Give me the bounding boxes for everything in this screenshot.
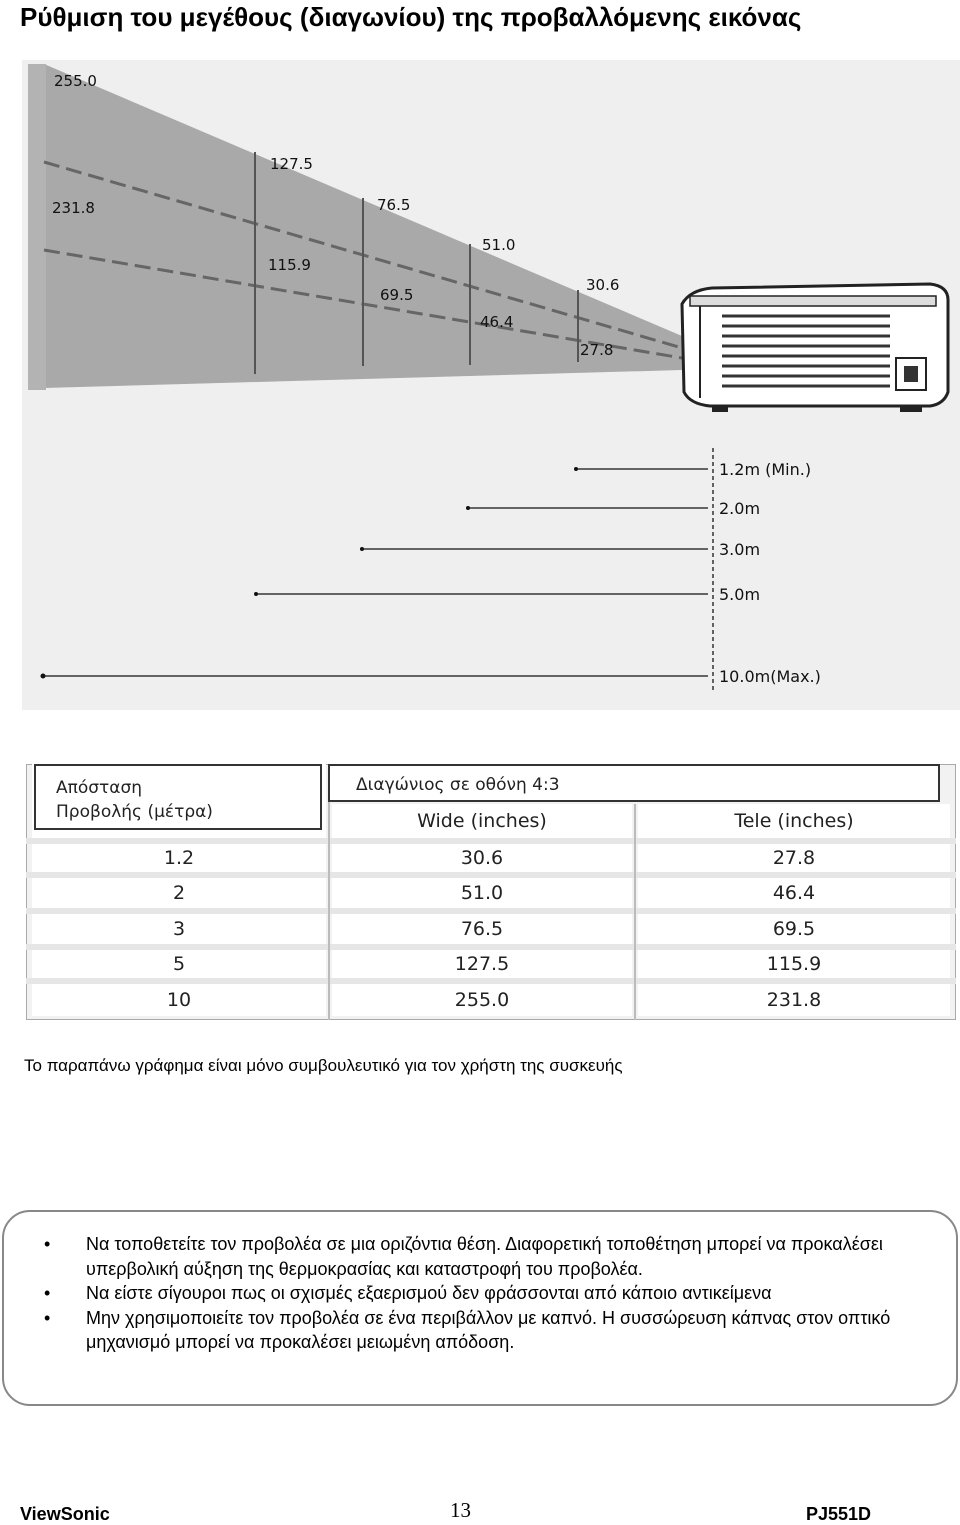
table-cell-distance: 1.2 (163, 847, 195, 869)
table-cell-tele: 115.9 (766, 953, 822, 975)
table-grid (26, 764, 956, 1020)
wide-size-label: 76.5 (377, 196, 410, 214)
projector-illustration (680, 282, 950, 412)
projection-distance-diagram: 255.0 127.5 76.5 51.0 30.6 231.8 115.9 6… (22, 60, 960, 710)
wide-size-label: 255.0 (54, 72, 97, 90)
table-cell-wide: 76.5 (460, 918, 504, 940)
distance-label: 10.0m(Max.) (719, 667, 821, 686)
tip-item: Μην χρησιμοποιείτε τον προβολέα σε ένα π… (40, 1306, 920, 1355)
column-header-tele: Tele (inches) (734, 810, 854, 832)
screen-edge (28, 64, 46, 390)
table-cell-distance: 3 (172, 918, 186, 940)
table-cell-wide: 255.0 (454, 989, 510, 1011)
table-cell-distance: 5 (172, 953, 186, 975)
distance-header-line: Προβολής (μέτρα) (56, 802, 213, 822)
page-title: Ρύθμιση του μεγέθους (διαγωνίου) της προ… (20, 2, 802, 32)
table-cell-wide: 127.5 (454, 953, 510, 975)
tip-item: Να είστε σίγουροι πως οι σχισμές εξαερισ… (40, 1281, 920, 1306)
tips-list: Να τοποθετείτε τον προβολέα σε μια οριζό… (40, 1232, 920, 1355)
distance-label: 1.2m (Min.) (719, 460, 811, 479)
column-header-wide: Wide (inches) (417, 810, 547, 832)
tele-size-label: 46.4 (480, 313, 513, 331)
distance-label: 3.0m (719, 540, 760, 559)
table-cell-tele: 69.5 (772, 918, 816, 940)
tele-size-label: 115.9 (268, 256, 311, 274)
table-cell-distance: 10 (166, 989, 192, 1011)
tele-size-label: 69.5 (380, 286, 413, 304)
tele-size-label: 27.8 (580, 341, 613, 359)
footer-model: PJ551D (806, 1504, 872, 1524)
distance-label: 5.0m (719, 585, 760, 604)
distance-label: 2.0m (719, 499, 760, 518)
footer-brand: ViewSonic (20, 1504, 110, 1524)
wide-size-label: 127.5 (270, 155, 313, 173)
advisory-note: Το παραπάνω γράφημα είναι μόνο συμβουλευ… (24, 1056, 623, 1075)
diagonal-header: Διαγώνιος σε οθόνη 4:3 (328, 764, 940, 802)
table-cell-wide: 30.6 (460, 847, 504, 869)
diagonal-header-text: Διαγώνιος σε οθόνη 4:3 (356, 775, 560, 795)
table-cell-tele: 27.8 (772, 847, 816, 869)
distance-header-line: Απόσταση (56, 778, 143, 798)
tips-box: Να τοποθετείτε τον προβολέα σε μια οριζό… (2, 1210, 958, 1406)
table-cell-distance: 2 (172, 882, 186, 904)
wide-size-label: 51.0 (482, 236, 515, 254)
page-number: 13 (450, 1498, 471, 1522)
projection-size-table: Απόσταση Προβολής (μέτρα) Διαγώνιος σε ο… (26, 764, 956, 1020)
wide-size-label: 30.6 (586, 276, 619, 294)
distance-header: Απόσταση Προβολής (μέτρα) (34, 764, 322, 830)
table-cell-wide: 51.0 (460, 882, 504, 904)
tip-item: Να τοποθετείτε τον προβολέα σε μια οριζό… (40, 1232, 920, 1281)
table-cell-tele: 46.4 (772, 882, 816, 904)
tele-size-label: 231.8 (52, 199, 95, 217)
table-cell-tele: 231.8 (766, 989, 822, 1011)
